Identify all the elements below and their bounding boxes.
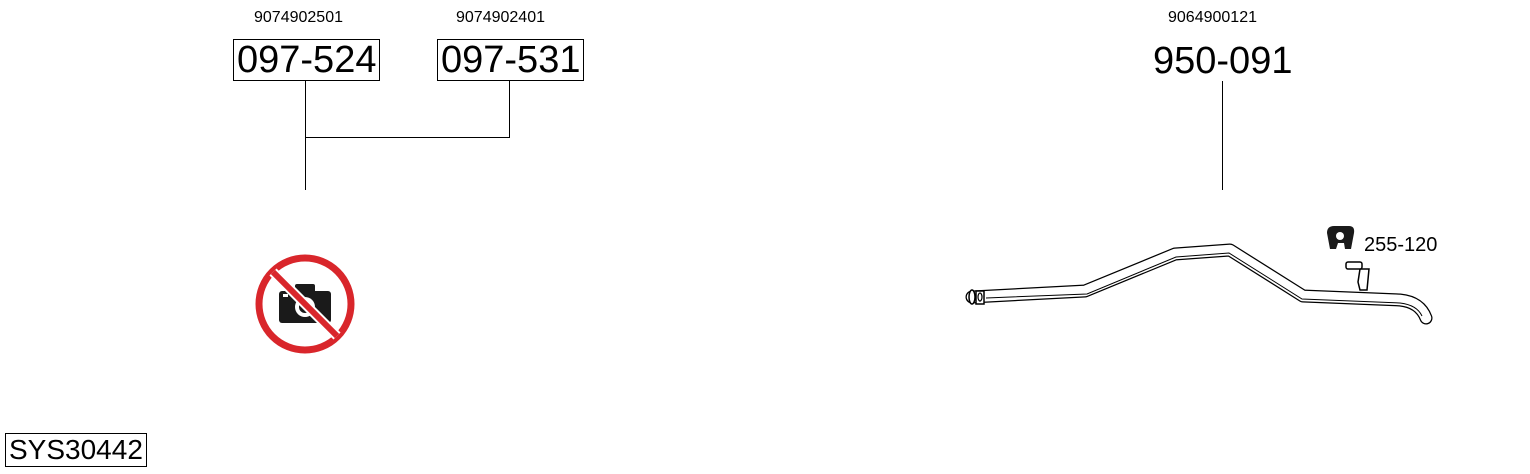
- oem-number-097-524: 9074902501: [254, 9, 343, 26]
- system-code: SYS30442: [5, 433, 147, 467]
- oem-number-097-531: 9074902401: [456, 9, 545, 26]
- leader-line-097-524: [305, 81, 306, 190]
- no-photo-icon: [255, 254, 355, 354]
- part-number-950-091[interactable]: 950-091: [1153, 40, 1293, 82]
- connector-line: [305, 137, 510, 138]
- leader-line-950-091: [1222, 81, 1223, 190]
- leader-line-097-531: [509, 81, 510, 137]
- hanger-part-number[interactable]: 255-120: [1364, 234, 1438, 256]
- part-number-097-524[interactable]: 097-524: [233, 39, 381, 81]
- oem-number-950-091: 9064900121: [1168, 9, 1257, 26]
- exhaust-pipe-drawing: [965, 243, 1433, 325]
- part-number-097-531[interactable]: 097-531: [437, 39, 585, 81]
- hanger-icon: [1327, 226, 1355, 249]
